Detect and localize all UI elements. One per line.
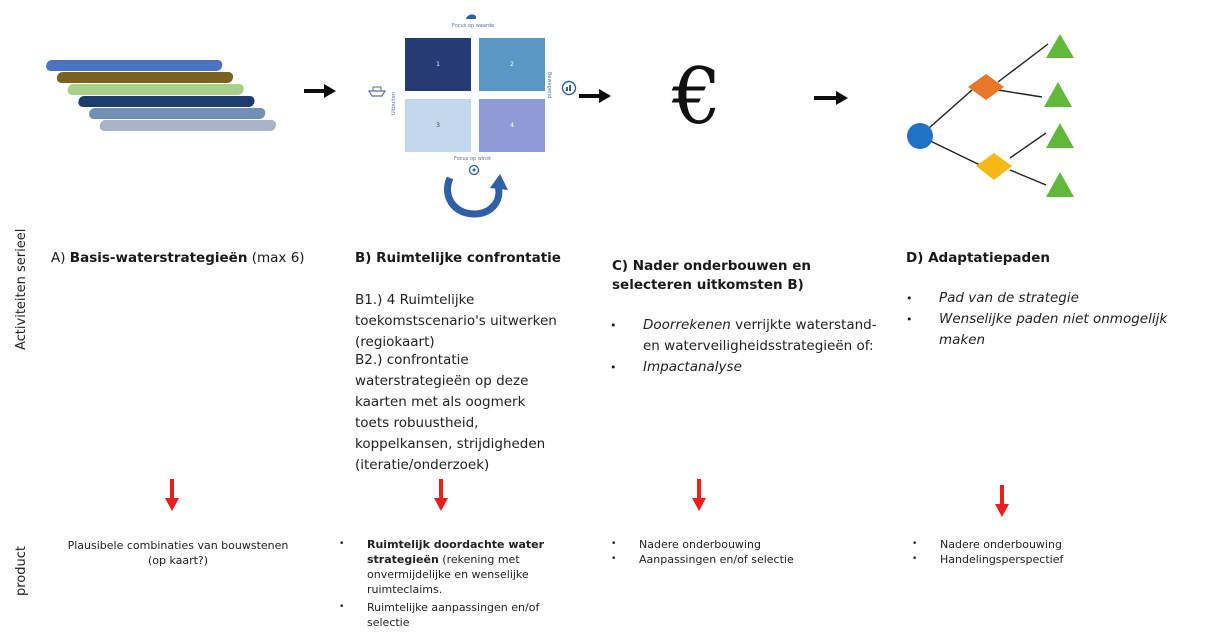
product-c-list: Nadere onderbouwing Aanpassingen en/of s…: [609, 537, 849, 567]
chart-badge-icon: [561, 80, 577, 96]
down-arrow-b-icon: [434, 479, 448, 511]
stripe-3: [67, 84, 244, 95]
matrix-quadrant-1: 1: [405, 38, 471, 91]
flow-arrow-3-icon: [814, 91, 848, 105]
product-d-item-1: Nadere onderbouwing: [910, 537, 1150, 552]
section-a-heading-bold: Basis-waterstrategieën: [69, 250, 248, 266]
matrix-right-label: Bewegend: [546, 72, 552, 99]
down-arrow-a-icon: [165, 479, 179, 511]
gear-icon: [468, 164, 480, 176]
row-label-product: product: [14, 545, 29, 596]
product-a-text: Plausibele combinaties van bouwstenen (o…: [67, 539, 289, 567]
stripe-6: [99, 120, 276, 131]
section-a-heading-suffix: (max 6): [247, 250, 305, 266]
product-d-list: Nadere onderbouwing Handelingsperspectie…: [910, 537, 1150, 567]
section-a-heading: A) Basis-waterstrategieën (max 6): [51, 249, 305, 268]
section-c-heading: C) Nader onderbouwen en selecteren uitko…: [612, 258, 811, 293]
section-b-body-1: B1.) 4 Ruimtelijke toekomstscenario's ui…: [355, 292, 557, 350]
decision-tree-icon: [907, 34, 1074, 197]
product-d-item-2: Handelingsperspectief: [910, 552, 1150, 567]
matrix-left-label: Uitbuiten: [391, 92, 397, 115]
section-b-body-2: B2.) confrontatie waterstrategieën op de…: [355, 352, 546, 473]
euro-icon: €: [672, 52, 722, 142]
down-arrow-c-icon: [692, 479, 706, 511]
product-c-item-1: Nadere onderbouwing: [609, 537, 849, 552]
section-d-bullet-2: Wenselijke paden niet onmogelijk maken: [906, 309, 1216, 351]
matrix-quadrant-4: 4: [479, 99, 545, 152]
section-c-bullet-1: Doorrekenen verrijkte waterstand- en wat…: [610, 315, 880, 357]
section-d-bullets: Pad van de strategie Wenselijke paden ni…: [906, 288, 1216, 351]
boat-icon: [367, 86, 387, 97]
product-b-item-1: Ruimtelijk doordachte water strategieën …: [337, 537, 567, 597]
hand-icon: [466, 14, 476, 19]
matrix-bottom-label: Focus op winst: [454, 156, 491, 162]
stripe-5: [89, 108, 266, 119]
strategy-stripes-icon: [46, 60, 276, 131]
stripe-4: [78, 96, 255, 107]
matrix-top-label: Focus op waarde: [452, 23, 495, 29]
section-b-heading: B) Ruimtelijke confrontatie: [355, 250, 561, 266]
down-arrow-d-icon: [995, 485, 1009, 517]
matrix-quadrant-2: 2: [479, 38, 545, 91]
section-d-heading: D) Adaptatiepaden: [906, 250, 1050, 266]
row-label-activities: Activiteiten serieel: [14, 228, 29, 350]
section-c-bullets: Doorrekenen verrijkte waterstand- en wat…: [610, 315, 880, 378]
section-c-bullet-2: Impactanalyse: [610, 357, 880, 378]
stripe-2: [56, 72, 234, 83]
stripe-1: [46, 60, 223, 71]
cycle-arrow-icon: [444, 174, 508, 218]
product-b-list: Ruimtelijk doordachte water strategieën …: [337, 537, 567, 630]
matrix-quadrant-3: 3: [405, 99, 471, 152]
flow-arrow-2-icon: [579, 89, 611, 103]
section-d-bullet-1: Pad van de strategie: [906, 288, 1216, 309]
product-c-item-2: Aanpassingen en/of selectie: [609, 552, 849, 567]
section-a-heading-prefix: A): [51, 250, 70, 266]
flow-arrow-1-icon: [304, 84, 336, 98]
product-b-item-2: Ruimtelijke aanpassingen en/of selectie: [337, 600, 567, 630]
